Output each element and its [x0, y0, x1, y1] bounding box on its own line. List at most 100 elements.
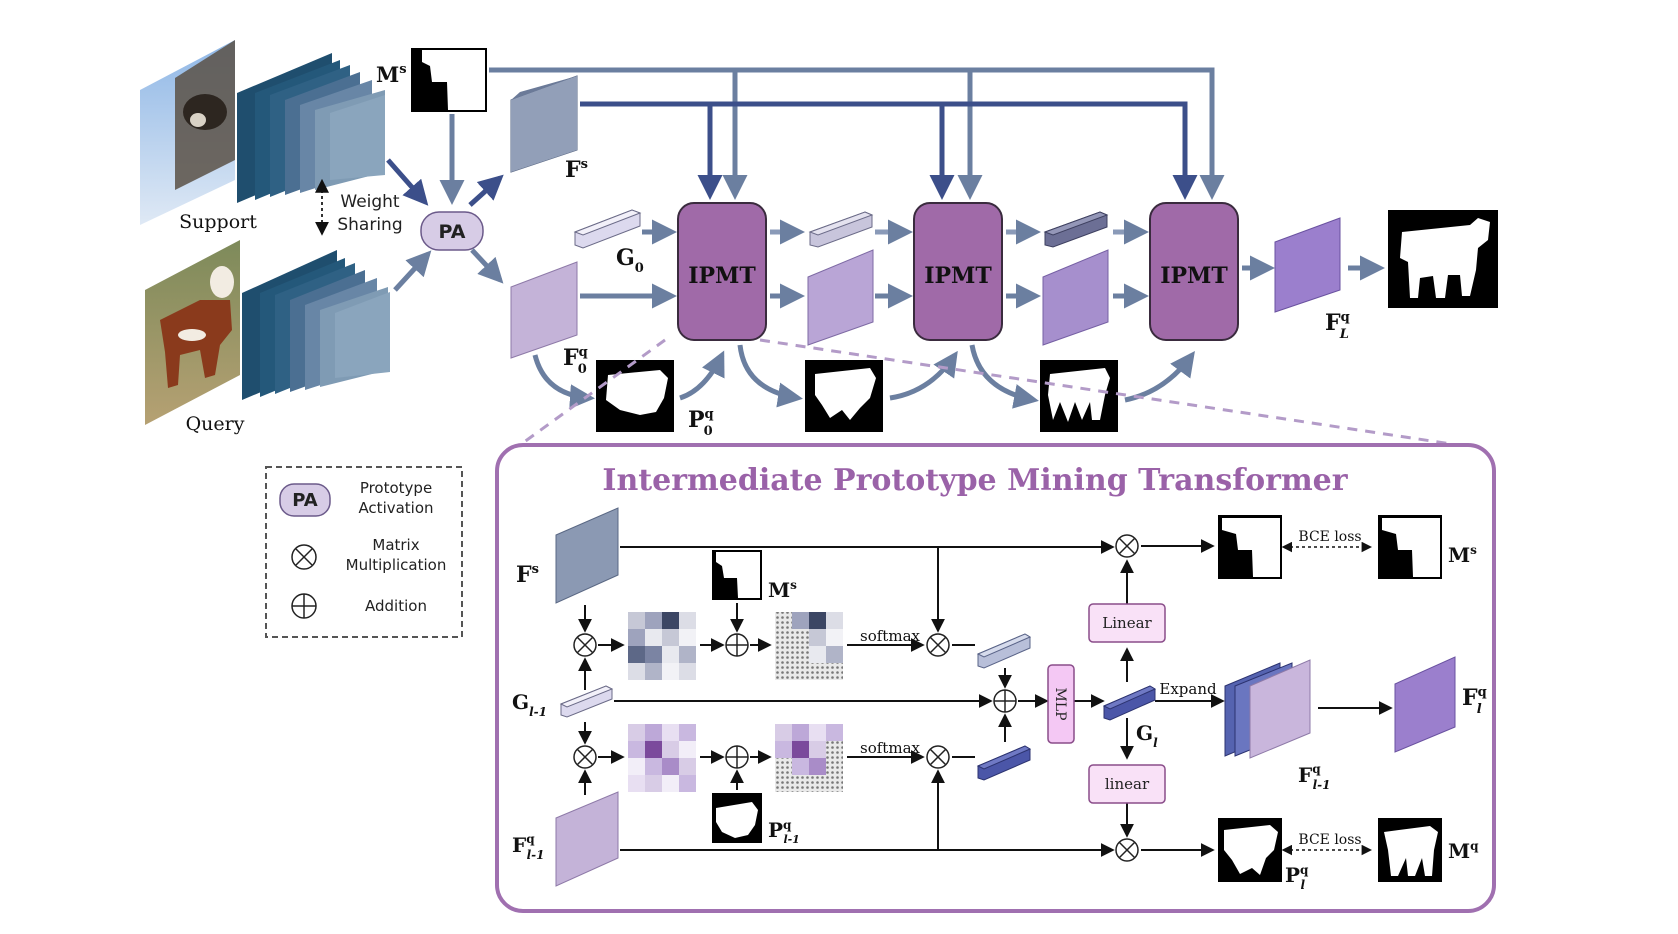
detail-fs-label: Fs [516, 562, 539, 588]
ms-top-label: Ms [376, 62, 407, 87]
linear-top-box [1088, 603, 1166, 643]
query-to-pa-arrow [393, 250, 432, 292]
f2q-block [1042, 249, 1109, 346]
add-op-2 [725, 745, 749, 769]
query-prototype-token [976, 745, 1032, 781]
query-image [145, 240, 240, 425]
gl-label: Gl [1136, 721, 1158, 750]
attention-grid-query [628, 724, 696, 792]
legend-pa-node [279, 483, 331, 517]
ipmt-box-1 [677, 202, 767, 341]
matmul-op-2 [573, 745, 597, 769]
matmul-op-3 [926, 633, 950, 657]
p1q-mask [805, 360, 883, 432]
flq-block [1274, 217, 1341, 313]
g0-token [573, 209, 642, 249]
support-to-pa-arrow [386, 158, 429, 206]
detail-g-prev-token [559, 685, 614, 718]
p0q-to-ipmt1-curve [679, 350, 725, 401]
g1-token [808, 211, 874, 248]
attention-grid-support [628, 612, 696, 680]
gl-token [1102, 685, 1157, 721]
detail-title: Intermediate Prototype Mining Transforme… [602, 463, 1348, 498]
detail-p-prev-mask [712, 793, 762, 843]
linear-bottom-label: linear [1105, 775, 1150, 793]
gt-support-mask [1378, 515, 1442, 579]
ipmt-label-3: IPMT [1160, 263, 1228, 289]
gt-query-mask [1378, 818, 1442, 882]
predicted-support-mask [1218, 515, 1282, 579]
query-label: Query [186, 413, 245, 435]
add-op-3 [993, 689, 1017, 713]
query-backbone [242, 250, 390, 400]
weight-sharing-label-2: Sharing [337, 215, 402, 235]
softmax-label-1: softmax [860, 627, 920, 645]
softmax-label-2: softmax [860, 739, 920, 757]
masked-attention-grid-support [775, 612, 843, 680]
matmul-op-1 [573, 633, 597, 657]
matmul-op-6 [1115, 838, 1139, 862]
legend-matmul-desc-2: Multiplication [346, 556, 447, 574]
g0-label: G0 [616, 245, 644, 276]
legend-matmul-desc-1: Matrix [372, 536, 419, 554]
pa-node [420, 211, 484, 251]
detail-f-prev-block [555, 791, 619, 887]
predicted-query-mask [1218, 818, 1282, 882]
linear-top-label: Linear [1102, 614, 1152, 632]
matmul-op-4 [926, 745, 950, 769]
detail-ms-label: Ms [768, 578, 797, 602]
add-op-1 [725, 633, 749, 657]
p2q-to-ipmt3-curve [1124, 350, 1195, 403]
legend-pa-desc-2: Activation [358, 499, 433, 517]
ipmt-box-2 [913, 202, 1003, 341]
legend-pa-label: PA [292, 490, 318, 511]
linear-bottom-box [1088, 764, 1166, 804]
f0q-feature-block [510, 261, 578, 359]
support-backbone [237, 53, 385, 203]
legend-add-icon [291, 593, 317, 619]
p0q-mask [596, 360, 674, 432]
mlp-box [1047, 664, 1075, 744]
support-prototype-token [976, 633, 1032, 669]
expanded-feature-stack [1224, 659, 1311, 759]
bce-loss-label-bottom: BCE loss [1298, 832, 1361, 848]
ipmt-label-1: IPMT [688, 263, 756, 289]
zoom-line-left [519, 338, 666, 447]
zoom-line-right [759, 338, 1459, 447]
detail-mq-label: Mq [1448, 839, 1479, 863]
ipmt-box-3 [1149, 202, 1239, 341]
p1q-to-ipmt2-curve [889, 350, 958, 401]
legend-matmul-icon [291, 544, 317, 570]
matmul-op-5 [1115, 534, 1139, 558]
pa-node-label: PA [439, 221, 466, 243]
detail-g-prev-label: Gl-1 [512, 690, 547, 719]
detail-fs-block [555, 507, 619, 604]
p2q-mask [1040, 360, 1118, 432]
support-label: Support [179, 211, 257, 233]
ipmt2-to-p2q-curve [969, 344, 1039, 409]
mlp-label: MLP [1052, 687, 1068, 720]
support-image [140, 40, 235, 225]
fs-feature-block [510, 75, 578, 173]
pa-to-f0q-arrow [470, 248, 504, 284]
bce-loss-label-top: BCE loss [1298, 529, 1361, 545]
f0q-to-p0q-curve [532, 354, 595, 410]
detail-ms-mask [712, 550, 762, 600]
detail-ms-right-label: Ms [1448, 543, 1477, 567]
legend-add-desc: Addition [365, 597, 427, 615]
ms-route-line [489, 67, 1225, 200]
ipmt1-to-p1q-curve [737, 344, 803, 408]
legend-pa-desc-1: Prototype [360, 479, 432, 497]
fs-route-line [580, 101, 1198, 200]
pa-to-fs-arrow [468, 174, 504, 207]
fs-top-label: Fs [565, 157, 588, 183]
f1q-block [807, 249, 874, 346]
